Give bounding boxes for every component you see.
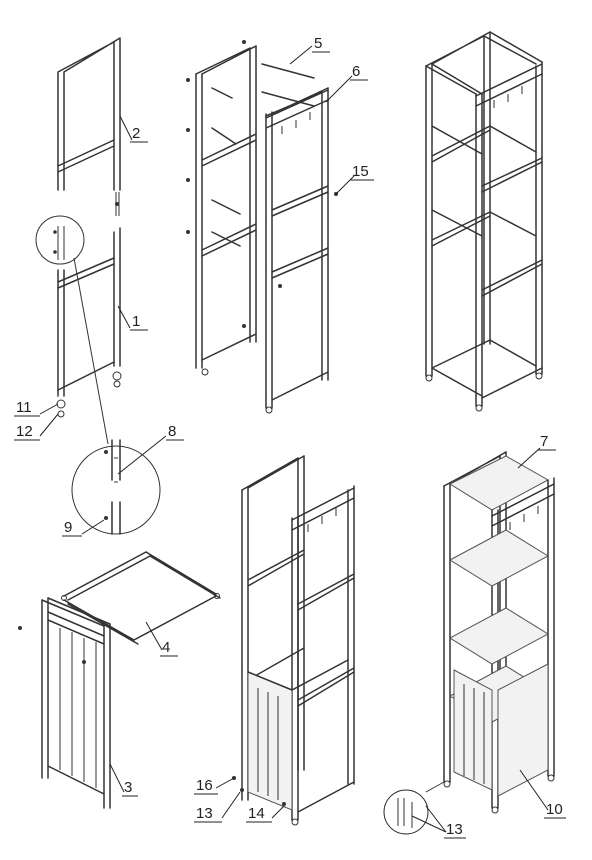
step-frame-assembled: [425, 31, 543, 412]
callout-8-label: 8: [168, 423, 176, 440]
callout-6: 6: [325, 63, 368, 103]
step-final-product: [383, 451, 555, 835]
step-side-frame-1-2: [35, 37, 161, 535]
callout-16-label: 16: [196, 777, 213, 794]
callout-7-label: 7: [540, 433, 548, 450]
callout-6-label: 6: [352, 63, 360, 80]
callout-8: 8: [117, 423, 184, 475]
callout-14-label: 14: [248, 805, 265, 822]
callout-9-label: 9: [64, 519, 72, 536]
callout-15-label: 15: [352, 163, 369, 180]
callout-15: 15: [335, 163, 374, 195]
callout-4: 4: [145, 621, 178, 657]
callout-1: 1: [117, 305, 148, 331]
callout-1-label: 1: [132, 313, 140, 330]
callout-13-right-label: 13: [446, 821, 463, 838]
callout-10-label: 10: [546, 801, 563, 818]
step-side-frame-3: [18, 551, 221, 809]
callout-7: 7: [517, 433, 556, 469]
callout-3-label: 3: [124, 779, 132, 796]
step-frame-assembly-top: [186, 40, 338, 414]
callout-16: 16: [194, 777, 235, 795]
callout-11: 11: [14, 399, 59, 417]
callout-13-right: 13: [411, 805, 466, 839]
callout-2: 2: [119, 115, 148, 143]
callout-14: 14: [246, 805, 285, 823]
callout-5: 5: [289, 35, 330, 65]
callout-12-label: 12: [16, 423, 33, 440]
callout-10: 10: [519, 769, 566, 819]
callout-9: 9: [62, 519, 105, 537]
callout-13-left-label: 13: [196, 805, 213, 822]
step-laundry-bag-install: [232, 455, 355, 826]
callout-3: 3: [109, 763, 138, 797]
callout-4-label: 4: [162, 639, 170, 656]
callout-11-label: 11: [16, 399, 32, 416]
callout-2-label: 2: [132, 125, 140, 142]
callout-13-left: 13: [194, 791, 241, 823]
callout-5-label: 5: [314, 35, 322, 52]
callout-12: 12: [14, 413, 59, 441]
